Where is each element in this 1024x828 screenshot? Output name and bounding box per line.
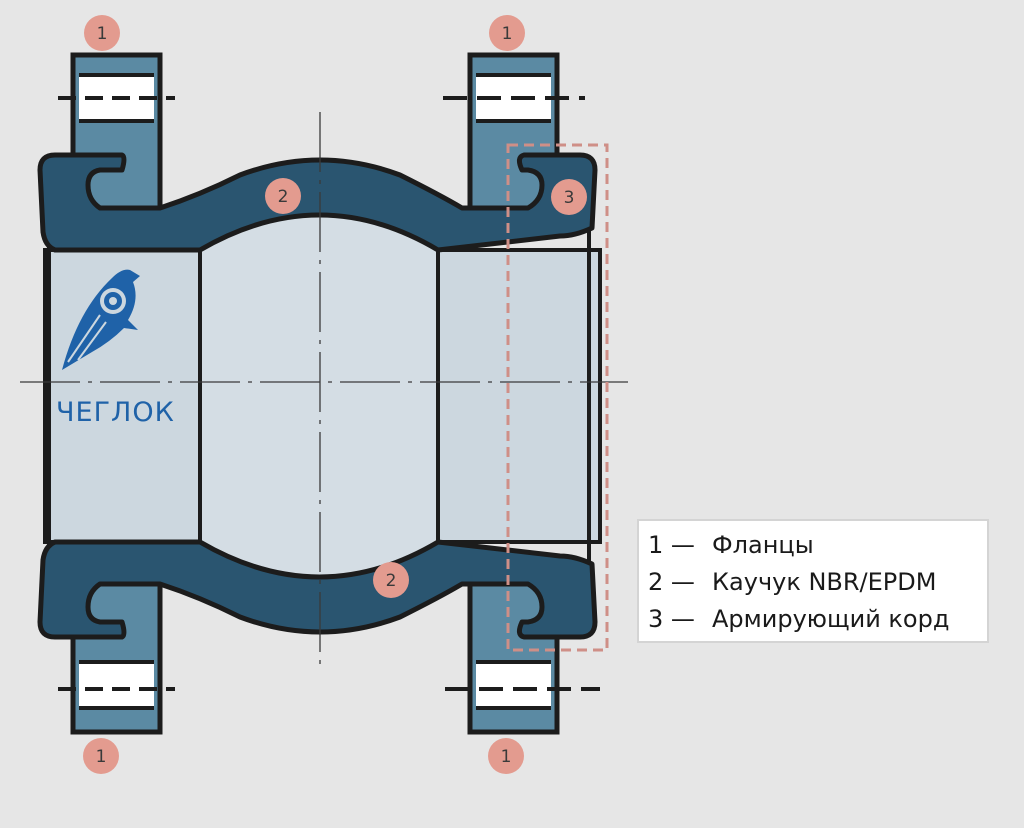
svg-text:1: 1 bbox=[501, 747, 512, 767]
legend-label: Каучук NBR/EPDM bbox=[712, 568, 937, 596]
bore bbox=[43, 210, 602, 582]
marker-rubber-top: 2 bbox=[265, 178, 301, 214]
svg-text:2: 2 bbox=[278, 187, 289, 207]
marker-cord: 3 bbox=[551, 179, 587, 215]
marker-flange-bottom-left: 1 bbox=[83, 738, 119, 774]
legend-number: 2 — bbox=[648, 568, 695, 596]
legend-item: 1 — Фланцы bbox=[648, 527, 987, 564]
marker-flange-top-left: 1 bbox=[84, 15, 120, 51]
legend-number: 3 — bbox=[648, 605, 695, 633]
legend-item: 3 — Армирующий корд bbox=[648, 601, 987, 638]
svg-text:3: 3 bbox=[564, 188, 575, 208]
rubber-body-bottom bbox=[37, 539, 598, 640]
svg-text:1: 1 bbox=[97, 24, 108, 44]
legend: 1 — Фланцы 2 — Каучук NBR/EPDM 3 — Армирующ… bbox=[637, 519, 989, 643]
marker-flange-top-right: 1 bbox=[489, 15, 525, 51]
legend-label: Армирующий корд bbox=[712, 605, 950, 633]
cord-area-frame bbox=[506, 143, 609, 652]
marker-rubber-bottom: 2 bbox=[373, 562, 409, 598]
svg-text:1: 1 bbox=[502, 24, 513, 44]
bolt-lines bbox=[58, 96, 600, 691]
svg-text:1: 1 bbox=[96, 747, 107, 767]
legend-item: 2 — Каучук NBR/EPDM bbox=[648, 564, 987, 601]
rubber-body-top bbox=[37, 152, 598, 253]
svg-text:2: 2 bbox=[386, 571, 397, 591]
legend-label: Фланцы bbox=[712, 531, 814, 559]
brand-name: ЧЕГЛОК bbox=[56, 397, 175, 428]
marker-flange-bottom-right: 1 bbox=[488, 738, 524, 774]
legend-number: 1 — bbox=[648, 531, 695, 559]
brand-logo: ЧЕГЛОК bbox=[56, 269, 175, 428]
center-lines bbox=[20, 112, 628, 672]
